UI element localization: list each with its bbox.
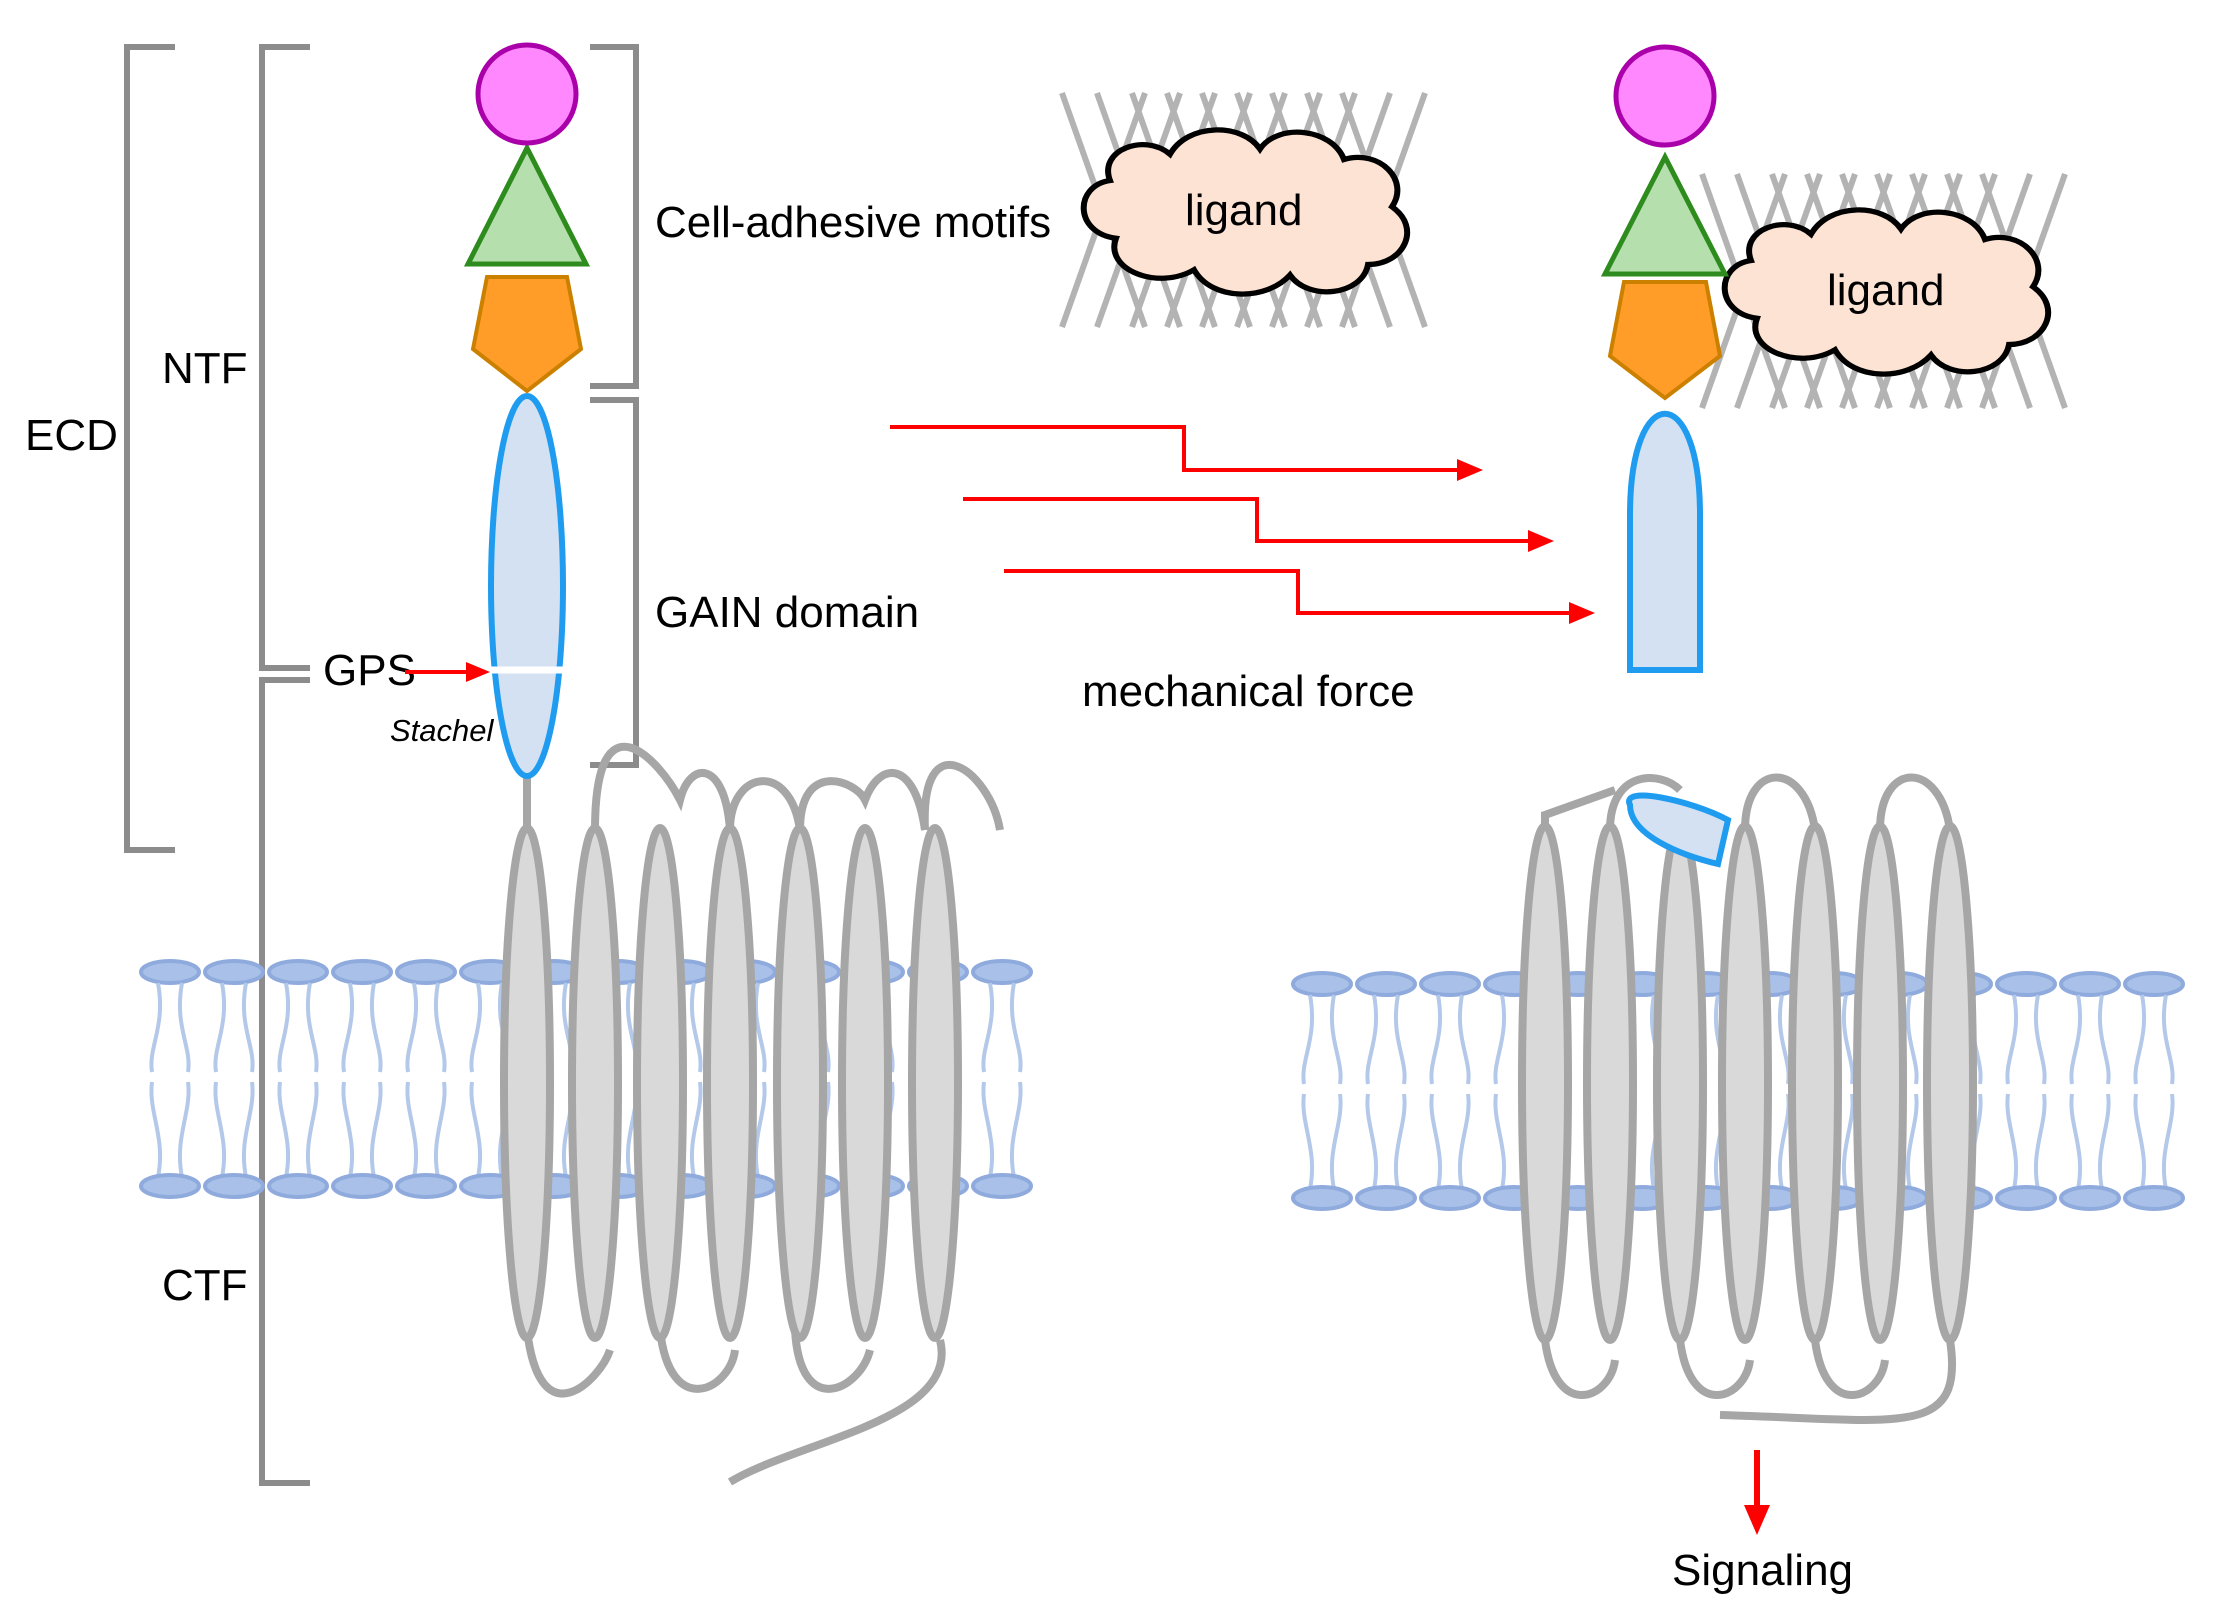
ecd-bracket xyxy=(124,44,175,853)
triangle-motif-left xyxy=(463,142,591,267)
gps-arrow xyxy=(405,662,490,682)
pentagon-motif-left xyxy=(470,275,584,394)
mechanical-force-arrows xyxy=(890,425,1572,615)
mechanical-force-label: mechanical force xyxy=(1082,667,1415,716)
gain-bracket xyxy=(590,397,639,768)
ctf-bracket xyxy=(259,677,310,1486)
pentagon-motif-right xyxy=(1607,280,1723,401)
receptor-right-7tm xyxy=(1541,773,1957,1424)
cell-adhesive-motifs-label: Cell-adhesive motifs xyxy=(655,198,1051,247)
circle-motif-left xyxy=(475,42,579,146)
signaling-arrow xyxy=(1744,1450,1770,1535)
ecd-label: ECD xyxy=(25,411,118,460)
ctf-label: CTF xyxy=(162,1261,248,1310)
ntf-label: NTF xyxy=(162,344,248,393)
gain-domain-right xyxy=(1627,411,1703,673)
receptor-left-7tm xyxy=(523,742,1004,1486)
stachel-label: Stachel xyxy=(390,713,495,748)
receptor-left-helices xyxy=(500,824,962,1342)
gain-domain-label: GAIN domain xyxy=(655,588,919,637)
triangle-motif-right xyxy=(1600,151,1730,277)
gps-label: GPS xyxy=(323,646,416,695)
gain-domain-left xyxy=(488,393,566,779)
ligand-label-right: ligand xyxy=(1827,266,1944,315)
ligand-label-left: ligand xyxy=(1185,186,1302,235)
signaling-label: Signaling xyxy=(1672,1546,1853,1595)
circle-motif-right xyxy=(1613,44,1717,148)
cell-adhesive-bracket xyxy=(590,44,639,389)
mechanical-force-arrowheads xyxy=(1457,459,1595,624)
ntf-bracket xyxy=(259,44,310,671)
receptor-right-helices xyxy=(1518,822,1977,1344)
stachel-right xyxy=(1626,792,1732,868)
